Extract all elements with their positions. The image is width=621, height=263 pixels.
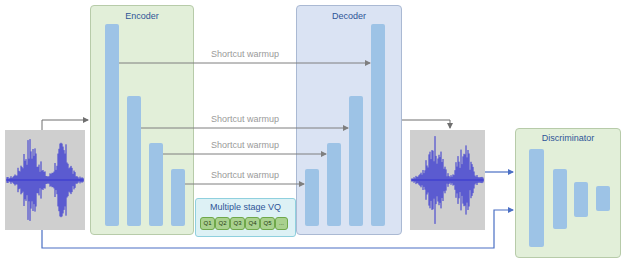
quantizer-stage: Q4 [245,217,260,230]
stage-label: Q3 [233,220,241,227]
layer-bar [574,182,588,217]
layer-bar [349,96,363,226]
edge-label: Shortcut warmup [209,114,281,125]
layer-bar [105,24,119,226]
block-title: Encoder [91,11,193,22]
vq-box: Multiple stage VQ Q1 Q2 Q3 Q4 Q5... [195,198,296,237]
shortcut-arrow [185,184,304,185]
waveform-ground [5,130,85,230]
block-title: Multiple stage VQ [196,202,295,213]
generated-to-discriminator [485,171,513,172]
block-title: Discriminator [516,133,620,144]
stage-label: Q5 [263,220,271,227]
layer-bar [171,169,185,226]
layer-bar [327,143,341,226]
edge-label: Shortcut warmup [209,170,281,181]
input-arrow [42,120,88,130]
layer-bar [596,186,610,211]
layer-bar [149,143,163,226]
output-arrow [398,120,450,128]
encoder-panel: Encoder [90,5,194,235]
quantizer-stage: ... [275,217,288,230]
decoder-panel: Decoder [296,5,402,235]
waveform-ground [410,130,485,230]
shortcut-arrow [163,154,326,155]
input-waveform [6,139,84,221]
layer-bar [127,96,141,226]
shortcut-arrow [141,128,348,129]
block-title: Decoder [297,11,401,22]
edge-label: Shortcut warmup [209,49,281,60]
output-waveform [411,136,484,224]
stage-label: ... [279,220,284,227]
layer-bar [553,169,567,229]
quantizer-stage: Q5 [260,217,275,230]
quantizer-stage: Q1 [200,217,215,230]
quantizer-stage: Q2 [215,217,230,230]
stage-label: Q4 [248,220,256,227]
stage-label: Q2 [218,220,226,227]
layer-bar [305,169,319,226]
shortcut-arrow [119,63,370,64]
edge-label: Shortcut warmup [209,140,281,151]
layer-bar [529,149,544,247]
quantizer-stage: Q3 [230,217,245,230]
layer-bar [371,24,385,226]
discriminator-panel: Discriminator [515,128,621,258]
stage-label: Q1 [203,220,211,227]
